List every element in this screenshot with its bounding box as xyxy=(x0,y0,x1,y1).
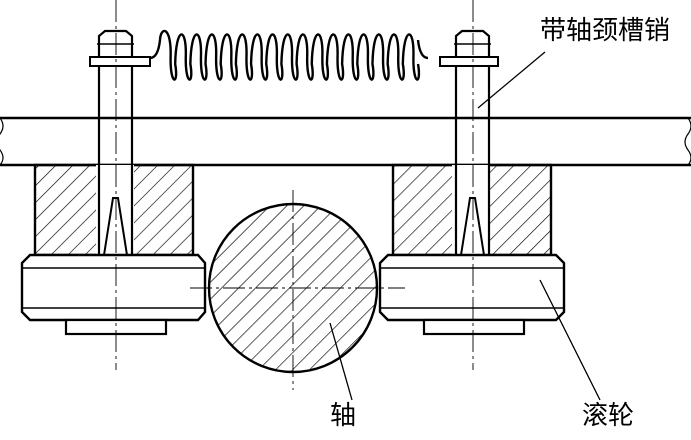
shaft-section xyxy=(190,190,405,390)
tension-spring xyxy=(149,29,429,81)
label-roller: 滚轮 xyxy=(582,401,635,431)
leader-lines xyxy=(329,51,601,401)
left-roller xyxy=(20,253,207,336)
left-grooved-pin xyxy=(89,0,151,370)
right-roller xyxy=(378,253,566,336)
frame-bar xyxy=(0,116,691,167)
left-bearing-block xyxy=(33,163,195,257)
right-grooved-pin xyxy=(439,0,499,370)
right-bearing-block xyxy=(391,163,553,257)
label-grooved-pin: 带轴颈槽销 xyxy=(540,16,671,46)
label-shaft: 轴 xyxy=(330,401,357,431)
